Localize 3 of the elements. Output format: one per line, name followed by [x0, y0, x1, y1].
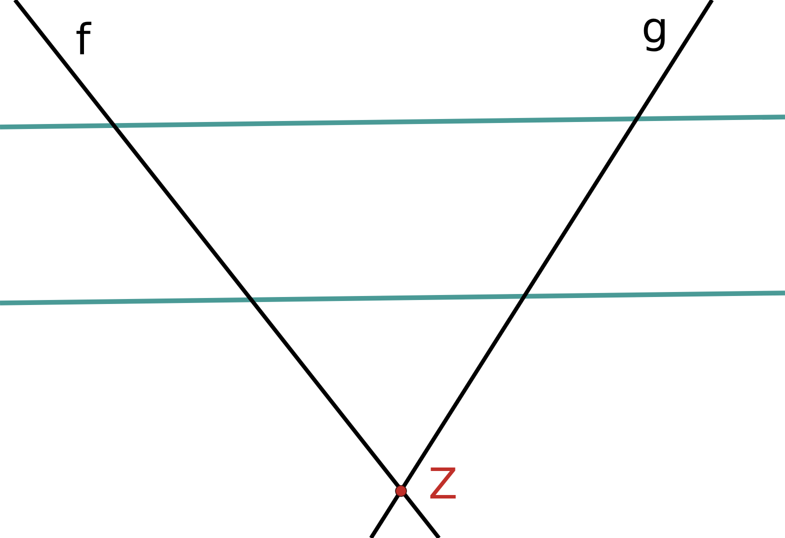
line-label: Z	[430, 467, 456, 499]
line-label: g	[644, 18, 665, 52]
line-label: f	[76, 22, 92, 54]
